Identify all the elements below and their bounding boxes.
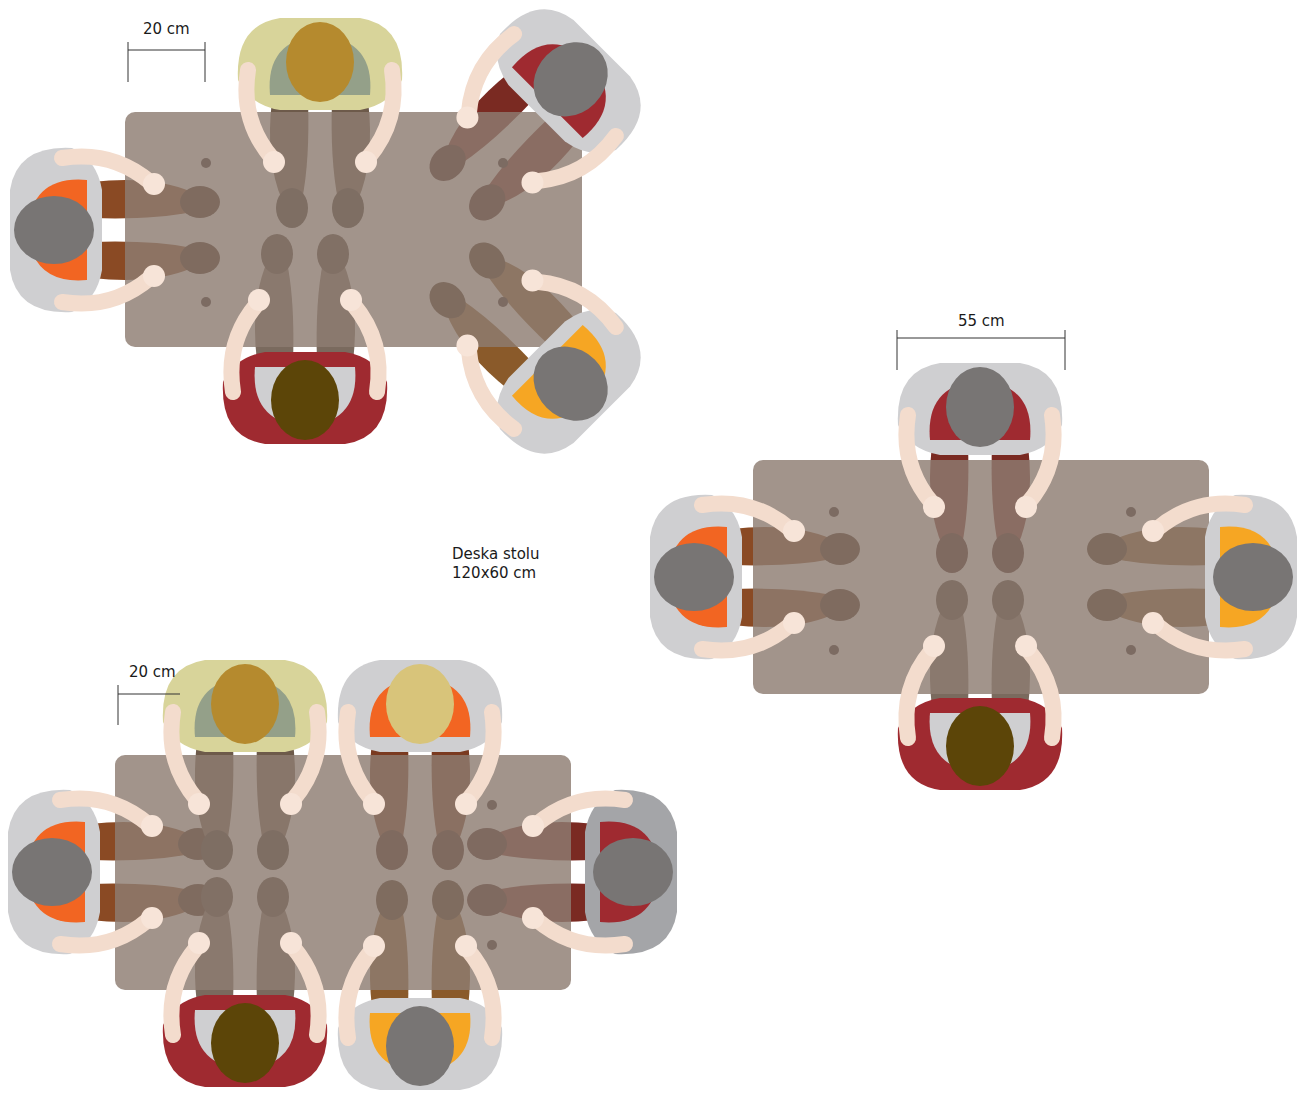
dimension-label: 20 cm bbox=[129, 663, 176, 682]
people-layer bbox=[8, 0, 1297, 1090]
table-size-note: Deska stolu 120x60 cm bbox=[452, 545, 562, 583]
dimension-label: 20 cm bbox=[143, 20, 190, 39]
table-top bbox=[753, 460, 1209, 694]
legs-layer bbox=[90, 71, 1215, 1008]
dimension-label: 55 cm bbox=[958, 312, 1005, 331]
dimension-lines bbox=[118, 42, 1065, 725]
